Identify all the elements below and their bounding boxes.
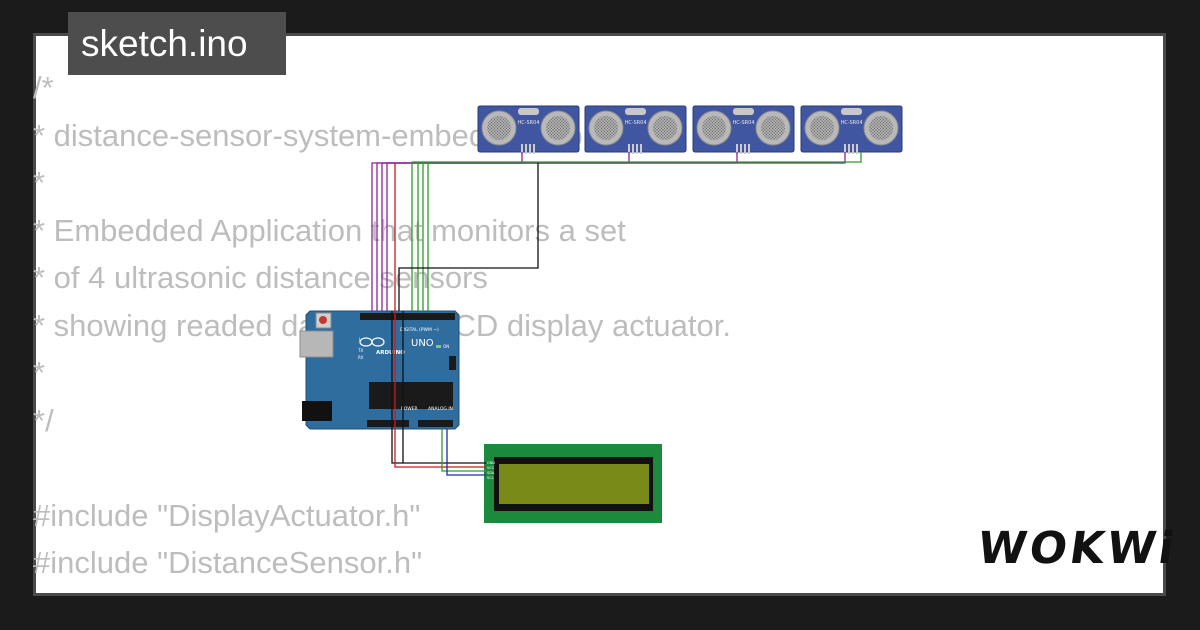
wire-blue [446, 429, 486, 476]
digital-header-label: DIGITAL (PWM ~) [400, 327, 439, 333]
wire-purple [386, 152, 846, 311]
lcd-display[interactable]: GND VCC SDA SCL [484, 444, 662, 523]
lcd-pin-label: GND [487, 461, 495, 465]
power-jack [302, 401, 332, 421]
digital-header [360, 313, 455, 320]
ultrasonic-sensor[interactable]: HC-SR04 [477, 105, 580, 154]
atmega-chip [369, 382, 453, 409]
lcd-pin-label: VCC [487, 466, 495, 470]
icsp-header [449, 356, 456, 370]
wire-black [391, 311, 403, 464]
ultrasonic-sensor[interactable]: HC-SR04 [800, 105, 903, 154]
lcd-pin-label: SDA [487, 471, 495, 475]
sensor-model-label: HC-SR04 [624, 120, 646, 126]
on-led-label: ON [443, 344, 449, 349]
board-model-label: UNO [411, 338, 434, 349]
rx-led-label: RX [358, 355, 364, 360]
code-line: * of 4 ultrasonic distance sensors [33, 260, 488, 295]
sensor-model-label: HC-SR04 [840, 120, 862, 126]
l-led-label: L [359, 337, 362, 342]
code-line: */ [33, 402, 54, 438]
sensor-mesh-right [869, 116, 893, 140]
sensor-crystal [733, 108, 754, 115]
reset-button[interactable] [319, 316, 327, 324]
code-line: * [33, 355, 46, 390]
wire-green [441, 429, 486, 472]
sensor-crystal [841, 108, 862, 115]
lcd-screen [499, 464, 649, 504]
sensor-mesh-right [546, 116, 570, 140]
power-header-label: POWER [401, 406, 418, 412]
code-line: #include "DistanceSensor.h" [33, 545, 423, 580]
file-tab[interactable]: sketch.ino [68, 12, 286, 75]
ultrasonic-sensor[interactable]: HC-SR04 [584, 105, 687, 154]
code-line: * [33, 165, 46, 200]
wire-black [402, 311, 486, 464]
sensor-crystal [625, 108, 646, 115]
ultrasonic-sensor[interactable]: HC-SR04 [692, 105, 795, 154]
wire-red [394, 163, 486, 468]
sensor-model-label: HC-SR04 [517, 120, 539, 126]
analog-header-label: ANALOG IN [428, 406, 453, 412]
sensor-mesh-right [653, 116, 677, 140]
power-header [367, 420, 409, 427]
code-line: #include "DisplayActuator.h" [33, 497, 421, 533]
arduino-uno-board[interactable]: DIGITAL (PWM ~) UNO ARDUINO ON L TX RX P… [299, 310, 460, 430]
wire-green [411, 152, 862, 311]
sensor-mesh-left [702, 116, 726, 140]
lcd-pin-label: SCL [487, 476, 494, 480]
sensor-mesh-left [810, 116, 834, 140]
sensor-crystal [518, 108, 539, 115]
on-led [436, 345, 441, 348]
sensor-mesh-left [487, 116, 511, 140]
sensor-mesh-right [761, 116, 785, 140]
board-brand-label: ARDUINO [376, 350, 405, 356]
wire-purple [381, 152, 738, 311]
wire-black [398, 163, 539, 311]
sensor-mesh-left [594, 116, 618, 140]
wire-purple [376, 152, 630, 311]
sensor-model-label: HC-SR04 [732, 120, 754, 126]
wires [371, 152, 862, 476]
analog-header [418, 420, 453, 427]
code-line: /* [33, 70, 54, 105]
tx-led-label: TX [357, 348, 363, 353]
code-line: * Embedded Application that monitors a s… [33, 212, 626, 248]
usb-port [299, 330, 334, 358]
wokwi-logo: WOKWi [974, 523, 1181, 574]
